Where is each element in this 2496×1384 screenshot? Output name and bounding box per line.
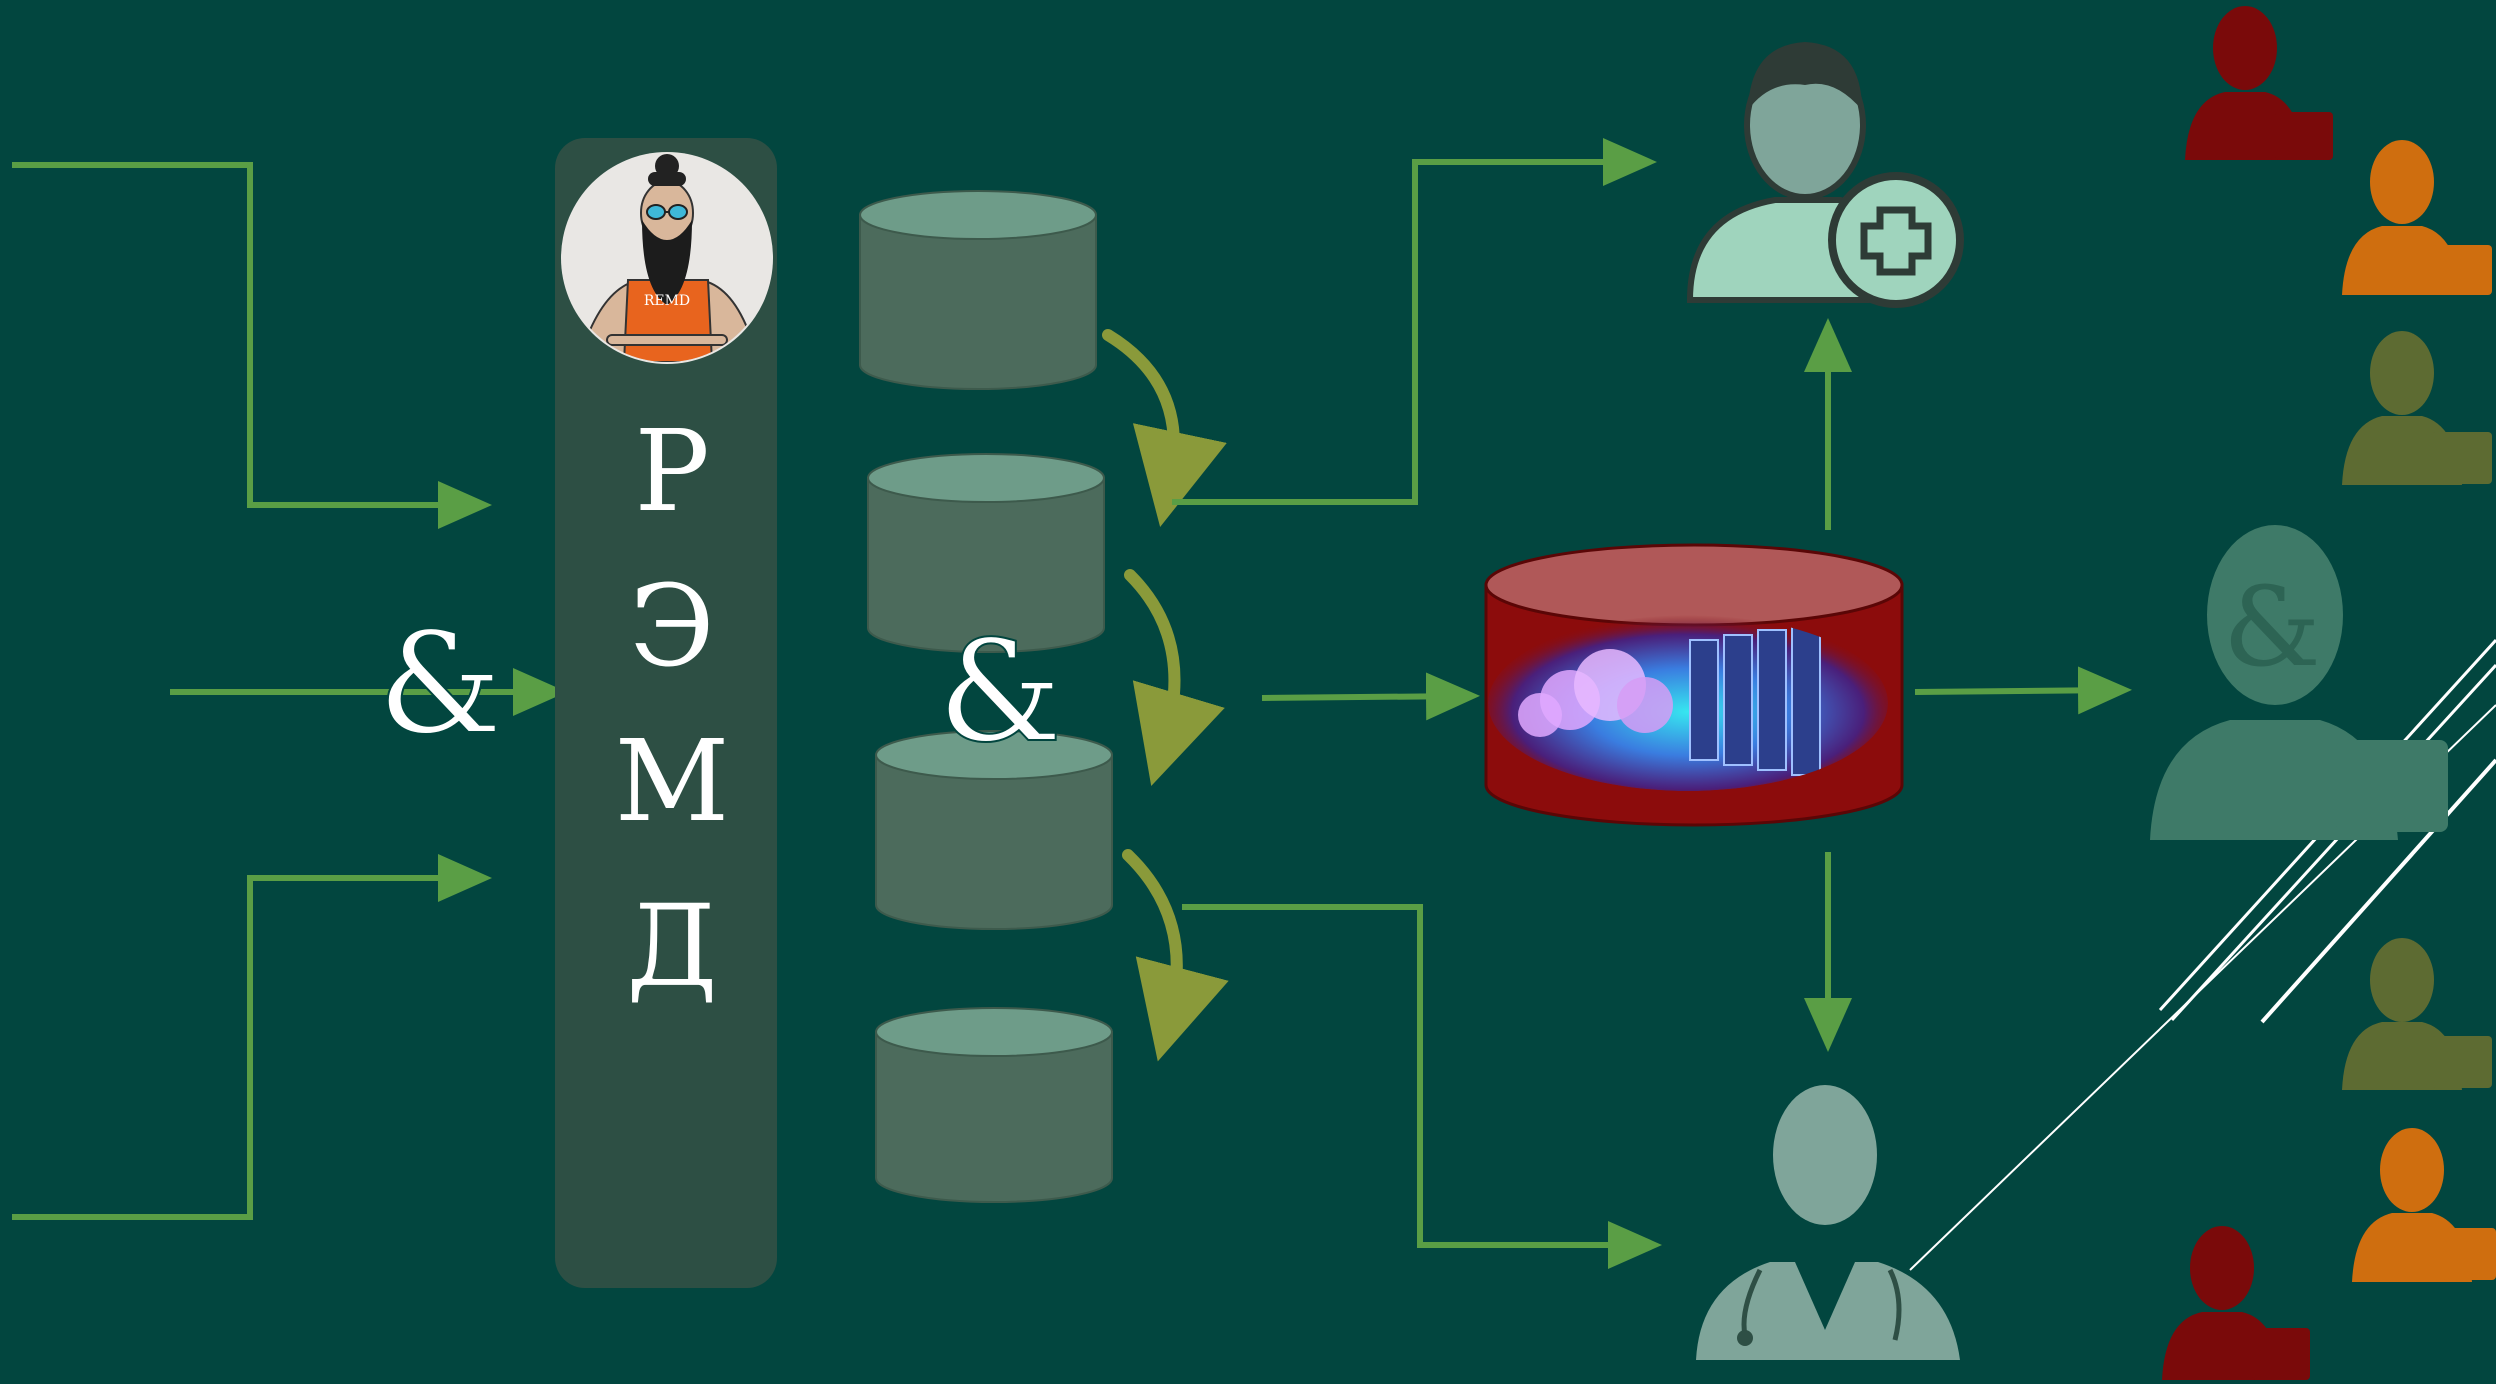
arrow-to-doctor — [1182, 904, 1662, 1269]
curved-arrow-1 — [1102, 329, 1227, 527]
column-letter-m: М — [615, 717, 730, 847]
input-arrow-top — [12, 162, 492, 529]
user-teal-large — [2150, 525, 2448, 840]
ampersand-left: & — [378, 603, 503, 766]
user-red-top — [2185, 6, 2333, 160]
database-3 — [875, 730, 1113, 930]
patient-plus-icon — [1686, 42, 1964, 308]
ampersand-person: & — [2223, 563, 2321, 691]
user-olive-top — [2342, 331, 2492, 485]
input-arrow-bottom — [12, 854, 492, 1220]
user-orange-bottom — [2352, 1128, 2496, 1282]
ampersand-middle: & — [938, 611, 1063, 774]
doctor-stethoscope-icon — [1696, 1085, 1960, 1360]
curved-arrow-3 — [1122, 849, 1229, 1062]
arrow-cloud-to-users — [1914, 666, 2132, 715]
user-red-bottom — [2162, 1226, 2310, 1380]
curved-arrow-2 — [1124, 569, 1225, 786]
database-4 — [875, 1007, 1113, 1203]
user-olive-bottom — [2342, 938, 2492, 1090]
users-group: & — [2150, 6, 2496, 1380]
curved-arrows — [1102, 329, 1229, 1062]
arrow-to-patient — [1172, 138, 1657, 505]
arrow-to-cloud-db — [1261, 672, 1480, 721]
database-2 — [867, 453, 1105, 653]
output-arrows — [1172, 138, 2132, 1269]
data-center-cloud-icon — [1484, 543, 1904, 827]
user-orange-top — [2342, 140, 2492, 295]
column-letter-d: Д — [626, 882, 717, 1012]
avatar-badge: REMD — [561, 152, 773, 364]
column-letter-r: Р — [634, 407, 709, 537]
database-stack — [859, 190, 1113, 1203]
input-arrows — [12, 162, 567, 1220]
database-1 — [859, 190, 1097, 390]
bearded-man-avatar-icon — [563, 154, 771, 362]
column-letter-e: Э — [629, 562, 715, 692]
central-column — [555, 138, 777, 1288]
avatar-badge-text: REMD — [644, 293, 690, 309]
